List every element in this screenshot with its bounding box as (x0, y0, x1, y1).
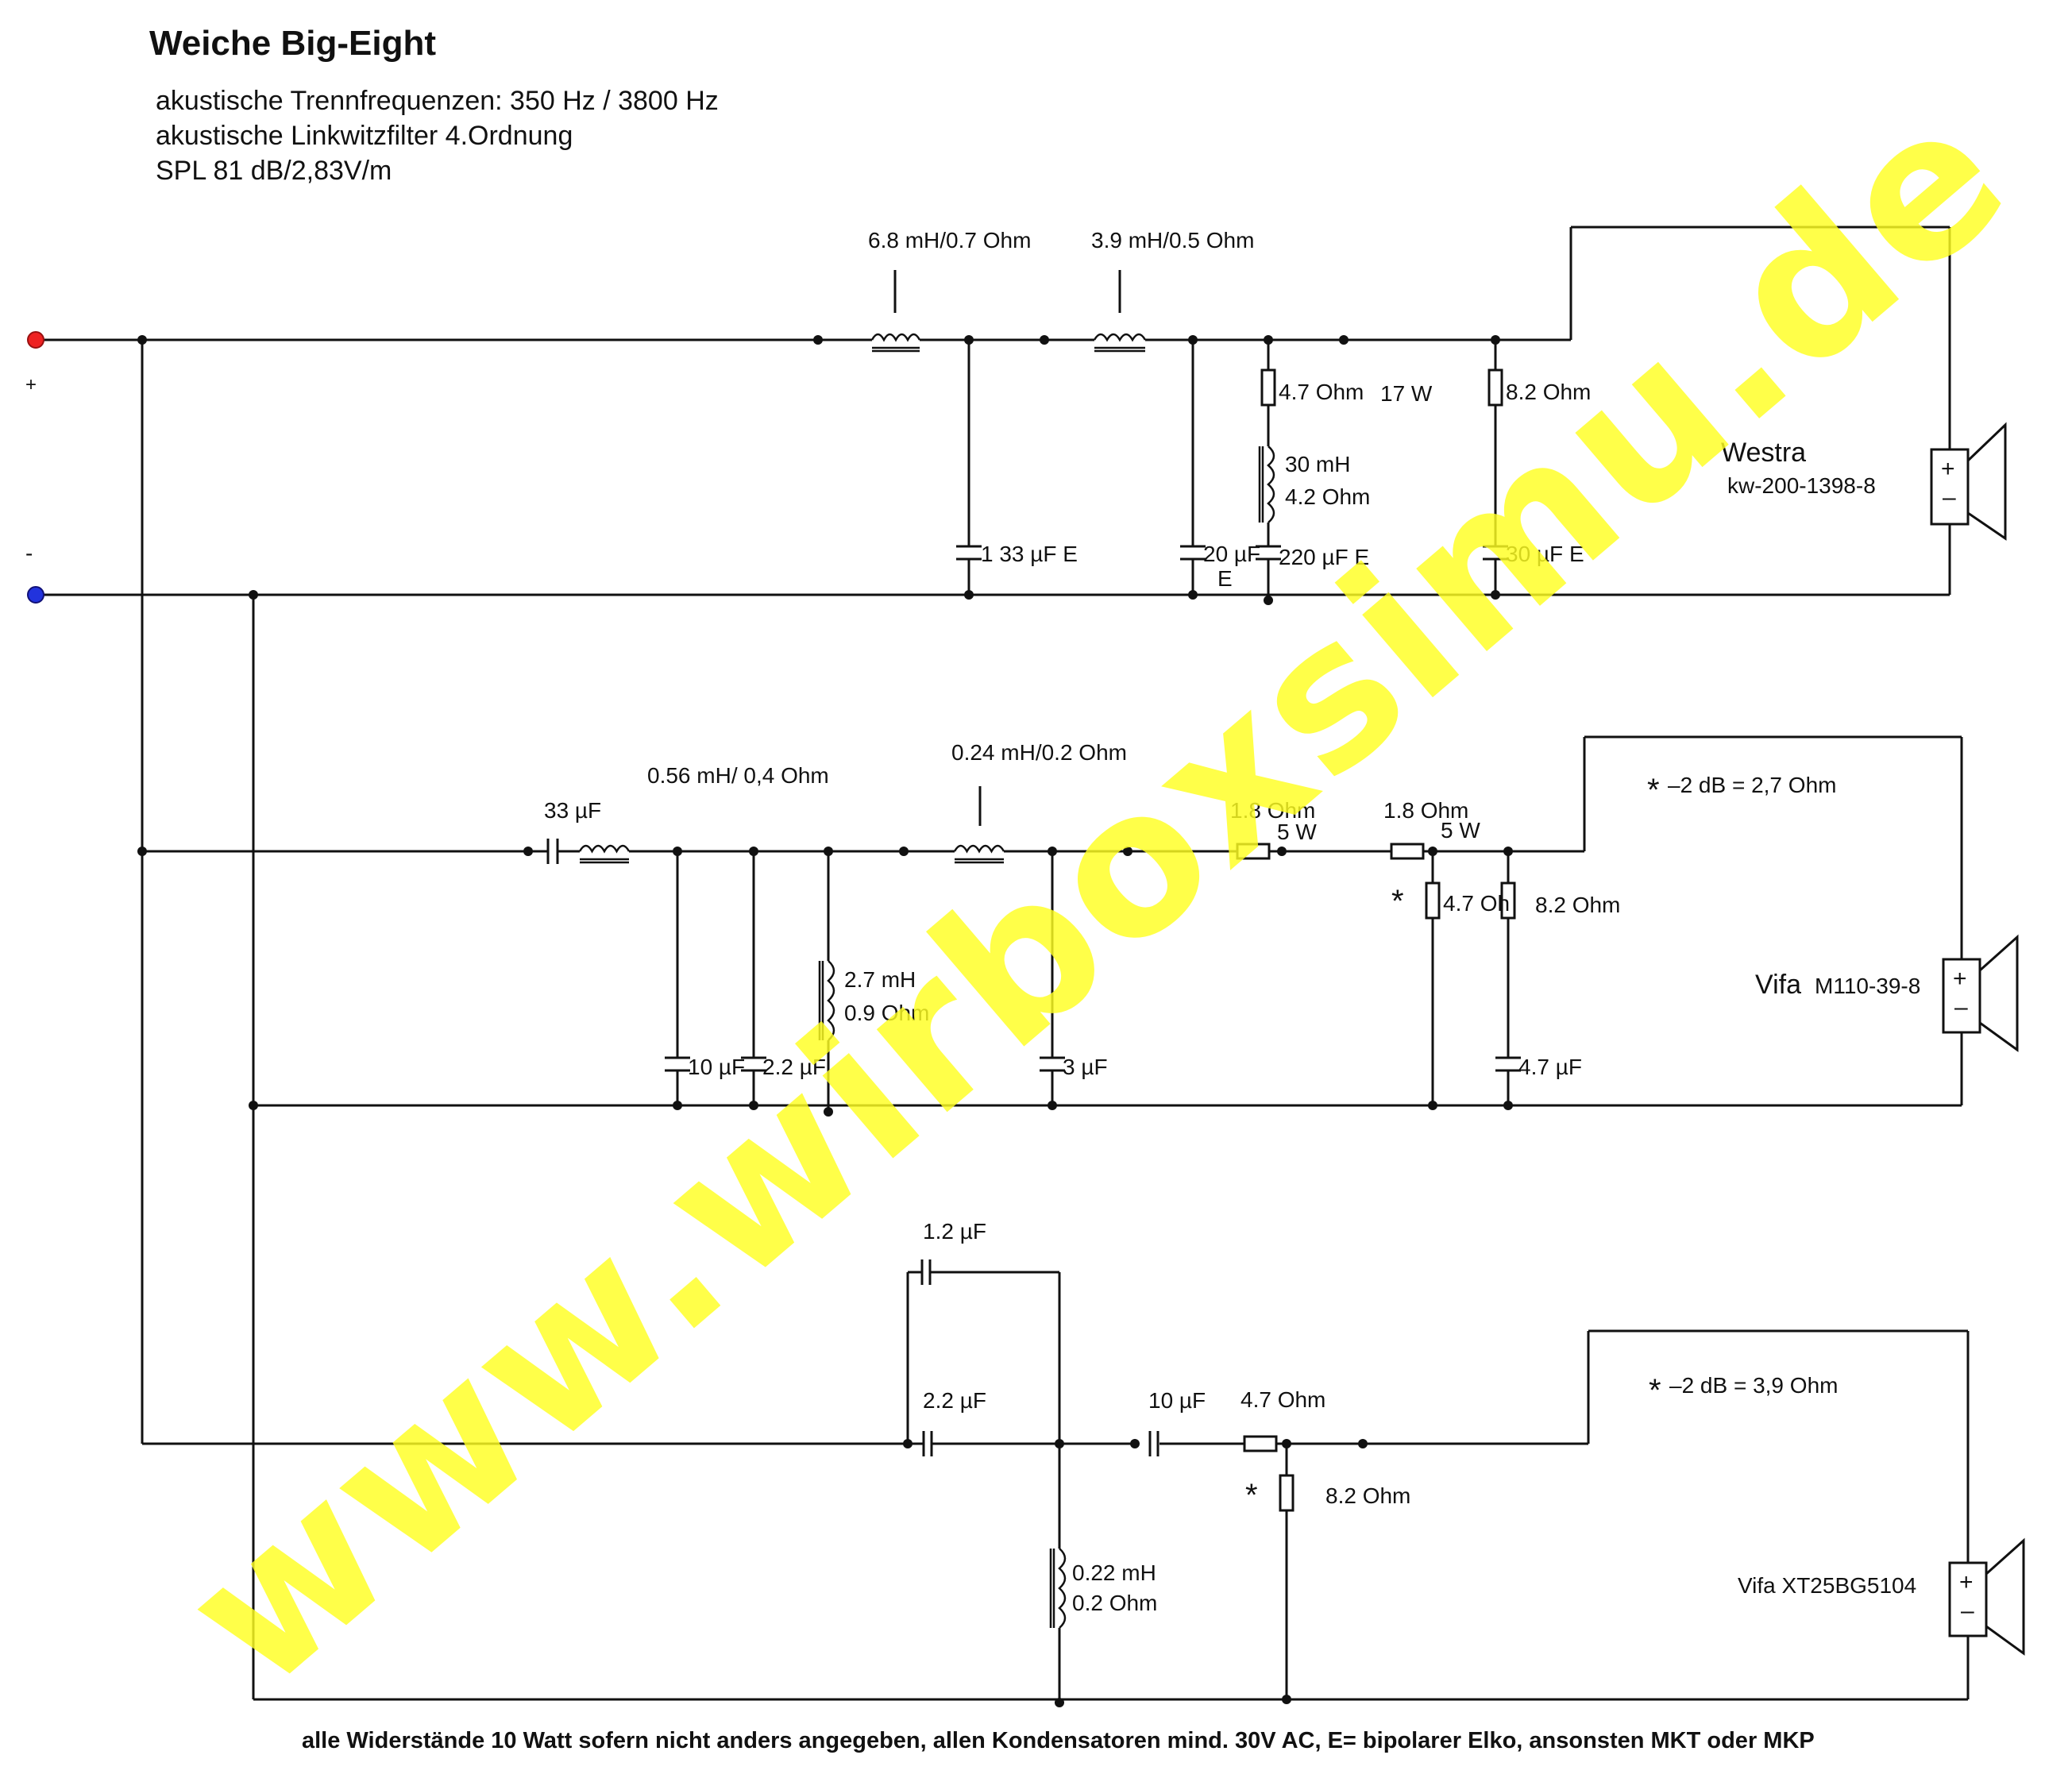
woofer-c1-label: 1 33 µF E (981, 542, 1078, 566)
mid-r2-label: 1.8 Ohm (1383, 798, 1468, 823)
woofer-l-series-b-label: 4.2 Ohm (1285, 484, 1370, 509)
woofer-c2-type-label: E (1217, 566, 1233, 591)
mid-note-label: –2 dB = 2,7 Ohm (1668, 773, 1836, 797)
mid-l-shunt-a-label: 2.7 mH (844, 967, 916, 992)
tweeter-driver-name: Vifa XT25BG5104 (1738, 1573, 1916, 1598)
woofer-c2-label: 20 µF (1203, 542, 1260, 566)
tw-note-label: –2 dB = 3,9 Ohm (1669, 1373, 1838, 1398)
tw-r-series-label: 4.7 Ohm (1240, 1387, 1325, 1412)
tweeter-polarity-minus: – (1961, 1598, 1974, 1624)
midrange-polarity-minus: – (1954, 994, 1968, 1020)
capacitors (546, 545, 1521, 1456)
woofer-driver-model: kw-200-1398-8 (1727, 473, 1876, 498)
mid-r2-power-label: 5 W (1441, 818, 1480, 843)
mid-l-series-label: 0.56 mH/ 0,4 Ohm (647, 763, 829, 788)
resistors (1236, 368, 1516, 1512)
tw-c-parallel-label: 1.2 µF (923, 1219, 986, 1244)
midrange-driver-model: M110-39-8 (1815, 974, 1920, 998)
woofer-r-series-label: 4.7 Ohm (1279, 380, 1364, 404)
midrange-labels: 33 µF 0.56 mH/ 0,4 Ohm 0.24 mH/0.2 Ohm 1… (544, 740, 1920, 1079)
mid-r-zobel-label: 8.2 Ohm (1535, 893, 1620, 917)
woofer-r-zobel-label: 8.2 Ohm (1506, 380, 1591, 404)
minus-terminal-label: - (25, 541, 33, 565)
tw-c1-label: 2.2 µF (923, 1388, 986, 1413)
mid-l2-label: 0.24 mH/0.2 Ohm (951, 740, 1127, 765)
tweeter-speaker-icon: + – (1948, 1537, 2025, 1656)
spec-spl: SPL 81 dB/2,83V/m (156, 156, 392, 186)
junction-dots (137, 335, 1513, 1707)
mid-r-shunt-label: 4.7 Oh (1443, 891, 1510, 916)
tw-note-star: * (1649, 1373, 1661, 1408)
tw-r-shunt-label: 8.2 Ohm (1325, 1483, 1410, 1508)
tweeter-labels: 1.2 µF 2.2 µF 10 µF 4.7 Ohm * 8.2 Ohm 0.… (923, 1219, 1916, 1615)
footer-note: alle Widerstände 10 Watt sofern nicht an… (302, 1728, 1815, 1753)
woofer-l1-label: 6.8 mH/0.7 Ohm (868, 228, 1031, 253)
spec-filter-type: akustische Linkwitzfilter 4.Ordnung (156, 121, 573, 151)
woofer-r-series-power-label: 17 W (1380, 381, 1433, 406)
woofer-l-series-a-label: 30 mH (1285, 452, 1350, 476)
woofer-l2-label: 3.9 mH/0.5 Ohm (1091, 228, 1254, 253)
mid-r1-label: 1.8 Ohm (1230, 798, 1315, 823)
schematic-title: Weiche Big-Eight (149, 24, 436, 63)
series-inductors (578, 333, 1147, 864)
woofer-labels: 6.8 mH/0.7 Ohm 3.9 mH/0.5 Ohm 1 33 µF E … (868, 228, 1876, 591)
tw-c2-label: 10 µF (1148, 1388, 1206, 1413)
mid-note-star: * (1647, 773, 1660, 808)
midrange-driver-name: Vifa (1755, 970, 1801, 1000)
plus-terminal-label: + (25, 374, 37, 395)
tw-l-shunt-a-label: 0.22 mH (1072, 1560, 1156, 1585)
woofer-speaker-icon: + – (1930, 422, 2007, 541)
tweeter-polarity-plus: + (1959, 1569, 1974, 1595)
mid-c-zobel-label: 4.7 µF (1518, 1055, 1582, 1079)
mid-c-shunt2-label: 2.2 µF (762, 1055, 826, 1079)
woofer-polarity-minus: – (1943, 484, 1956, 511)
mid-c-shunt3-label: 3 µF (1063, 1055, 1108, 1079)
woofer-driver-name: Westra (1721, 438, 1806, 468)
midrange-speaker-icon: + – (1942, 934, 2019, 1052)
mid-c-shunt1-label: 10 µF (688, 1055, 745, 1079)
mid-l-shunt-b-label: 0.9 Ohm (844, 1001, 929, 1025)
woofer-polarity-plus: + (1941, 456, 1955, 482)
mid-r1-power-label: 5 W (1277, 820, 1317, 844)
mid-star-marker: * (1391, 884, 1404, 919)
minus-terminal (27, 586, 44, 604)
woofer-c-series-label: 220 µF E (1279, 545, 1369, 569)
tw-star-marker: * (1245, 1478, 1258, 1513)
tw-l-shunt-b-label: 0.2 Ohm (1072, 1591, 1157, 1615)
plus-terminal (27, 331, 44, 349)
wires (36, 226, 1970, 1706)
mid-c-series-label: 33 µF (544, 798, 601, 823)
midrange-polarity-plus: + (1953, 966, 1967, 992)
woofer-c-zobel-label: 30 µF E (1506, 542, 1584, 566)
spec-crossover-frequencies: akustische Trennfrequenzen: 350 Hz / 380… (156, 86, 719, 116)
shunt-inductors (818, 446, 1275, 1629)
